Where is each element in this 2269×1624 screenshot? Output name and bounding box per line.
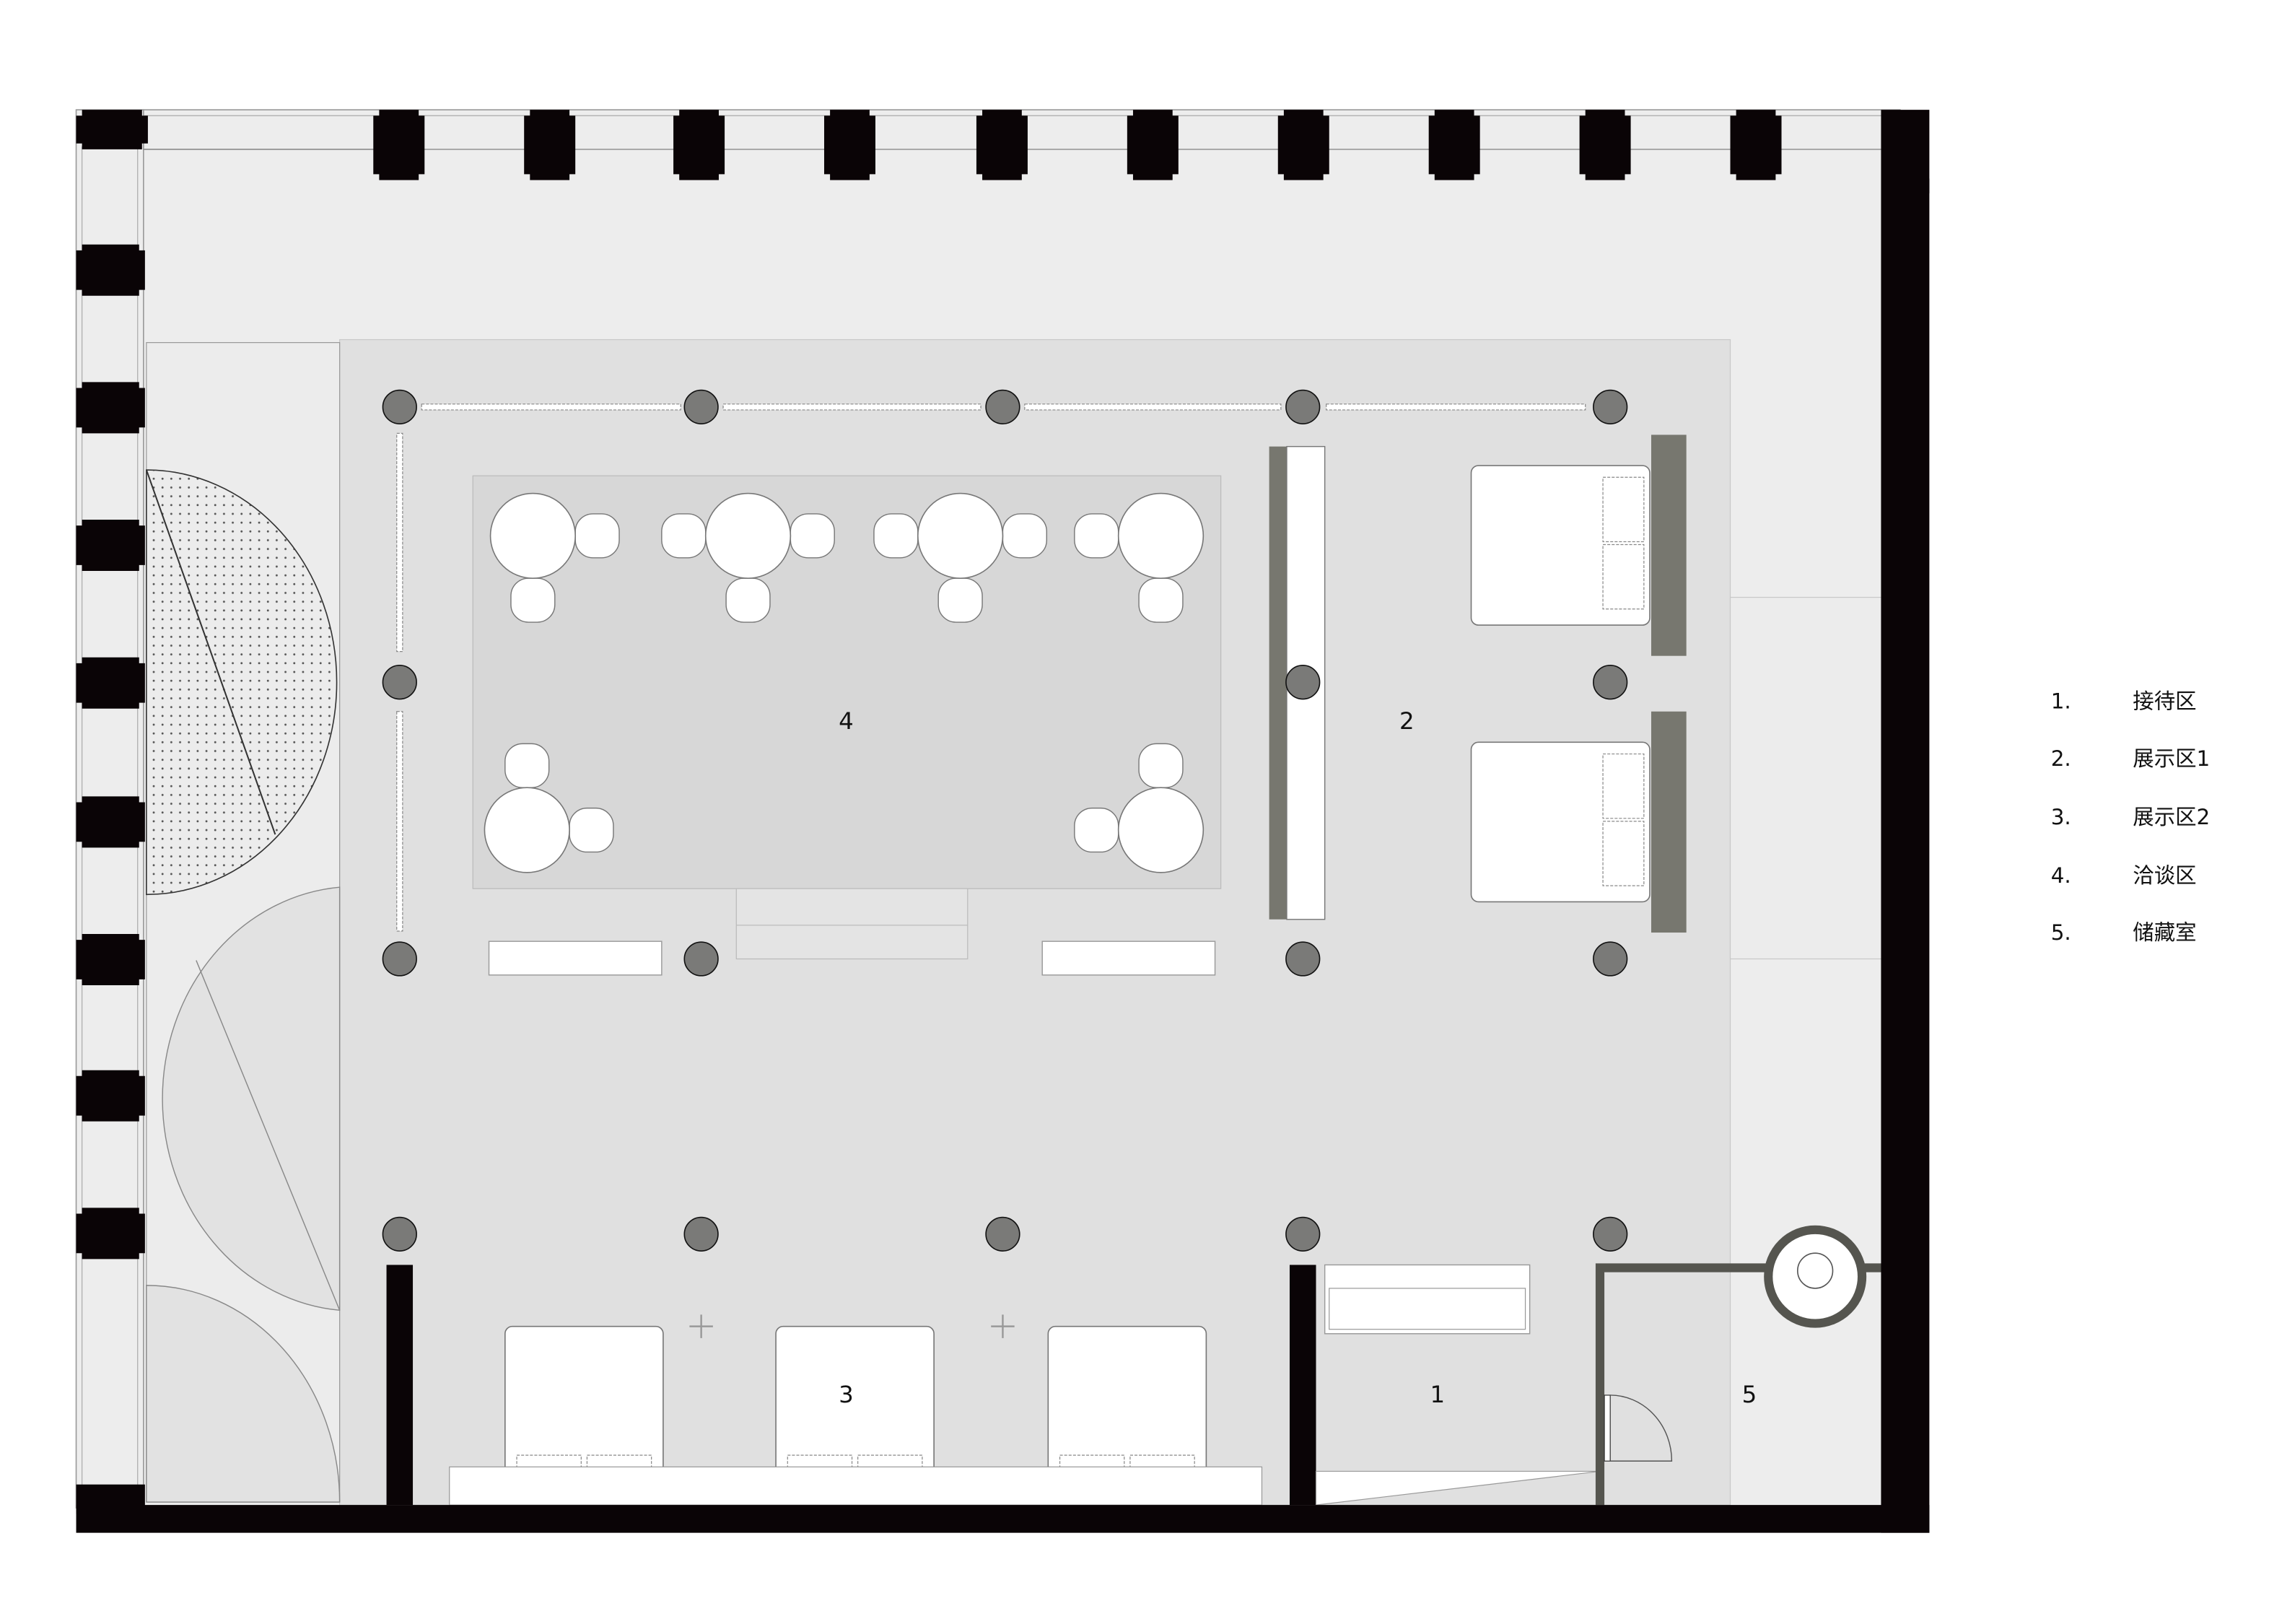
chair [1074,807,1119,853]
corner-column [76,110,148,149]
structural-column [1593,389,1628,425]
legend-label: 接待区 [2133,689,2196,714]
window-column [76,382,145,434]
reception-ramp [1315,1470,1601,1506]
window-column [76,1208,145,1260]
legend-num: 1. [2051,689,2071,714]
rope-barrier [1024,403,1282,411]
window-column [373,110,425,180]
storage-door[interactable] [1604,1394,1611,1462]
chair [1138,743,1184,788]
legend-num: 3. [2051,805,2071,829]
legend-label: 展示区2 [2133,805,2210,829]
chair [1138,577,1184,623]
zone-label-display1: 2 [1399,707,1415,735]
legend-label: 洽谈区 [2133,863,2196,888]
window-column [76,1070,145,1122]
headboard [1651,435,1687,656]
chair [510,577,556,623]
chair [1002,513,1048,559]
chair [504,743,550,788]
display-bed [1470,465,1651,626]
structural-column [1285,389,1321,425]
structural-column [1285,665,1321,700]
chair [569,807,614,853]
structural-column [683,941,719,977]
structural-column [683,1216,719,1252]
round-table [1117,787,1205,873]
entrance-door-swing[interactable] [146,469,338,896]
round-table [484,787,570,873]
rope-barrier [722,403,982,411]
structural-column [985,389,1020,425]
window-column [1579,110,1631,180]
floor-marker [689,1314,713,1338]
chair [661,513,707,559]
round-table [704,492,792,579]
bench [488,940,663,976]
window-column [76,934,145,986]
zone-label-reception: 1 [1430,1381,1446,1408]
structural-column [1593,941,1628,977]
legend-label: 储藏室 [2133,920,2196,945]
window-column [1428,110,1480,180]
structural-column [1593,1216,1628,1252]
window-column [76,796,145,848]
chair [873,513,919,559]
side-door-swing[interactable] [162,886,341,1311]
chair [1074,513,1119,559]
chair [790,513,835,559]
partition-wall [1290,1265,1316,1506]
headboard [1651,711,1687,933]
chair [937,577,983,623]
round-table [1117,492,1205,579]
window-column [823,110,875,180]
zone-label-meeting: 4 [839,707,854,735]
floor-marker [991,1314,1015,1338]
zone-label-display2: 3 [839,1381,854,1408]
round-table [917,492,1004,579]
structural-column [1285,1216,1321,1252]
window-column [76,244,145,296]
window-column [76,520,145,572]
legend-num: 4. [2051,863,2071,888]
window-column [673,110,725,180]
structural-column [382,665,417,700]
legend-num: 5. [2051,920,2071,945]
legend-num: 2. [2051,746,2071,771]
rope-barrier [1326,403,1586,411]
partition-wall [386,1265,414,1506]
side-door-swing-2[interactable] [146,1285,341,1503]
rope-barrier [421,403,681,411]
window-column [76,657,145,709]
structural-column [683,389,719,425]
exterior-wall-right [1881,110,1930,1533]
zone-label-storage: 5 [1742,1381,1757,1408]
window-column [976,110,1028,180]
display-wall [1269,446,1287,920]
structural-column [382,1216,417,1252]
structural-column [382,941,417,977]
chair [574,513,620,559]
rope-barrier [396,711,403,932]
bench [1041,940,1216,976]
window-column [1277,110,1329,180]
display-bed [1470,741,1651,903]
window-column [1730,110,1782,180]
structural-column [985,1216,1020,1252]
steps [735,888,969,960]
rope-barrier [396,432,403,652]
round-table [489,492,576,579]
window-column [524,110,576,180]
legend-label: 展示区1 [2133,746,2210,771]
structural-column [1285,941,1321,977]
structural-column [1593,665,1628,700]
chair [725,577,771,623]
window-column [1127,110,1179,180]
bottom-bench [449,1466,1263,1506]
legend: 1. 接待区 2. 展示区1 3. 展示区2 4. 洽谈区 5. 储藏室 [2051,689,2211,945]
structural-column [382,389,417,425]
exterior-wall-bottom [76,1505,1930,1533]
right-alcove [1729,596,1902,960]
